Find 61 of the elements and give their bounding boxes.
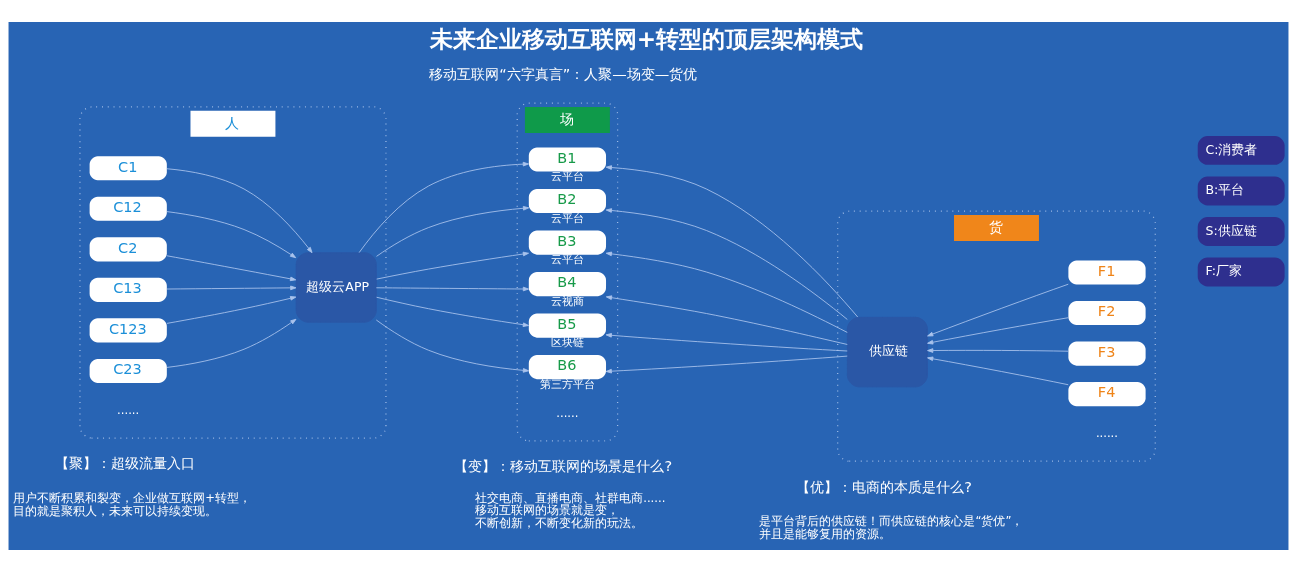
arrow	[166, 318, 297, 368]
node-box: 供应链	[846, 316, 928, 388]
arrow	[166, 255, 297, 282]
node-box: B5	[528, 313, 607, 338]
arrow	[605, 295, 848, 345]
label: 是平台背后的供应链！而供应链的核心是“货优”，并且是能够复用的资源。	[759, 514, 1024, 542]
node-box: F2	[1068, 300, 1146, 326]
arrow	[375, 319, 530, 373]
node-box: B6	[528, 355, 607, 380]
label: ......	[556, 405, 579, 420]
legend-label: F:厂家	[1205, 263, 1242, 279]
node-box: C123	[89, 318, 167, 343]
arrow	[166, 211, 297, 259]
arrow	[927, 283, 1069, 337]
arrow	[605, 333, 848, 352]
node-box: B1	[528, 147, 607, 172]
arrow	[376, 296, 529, 327]
arrow	[605, 165, 859, 318]
arrow	[375, 286, 530, 292]
node-box: F1	[1068, 260, 1146, 285]
legend-label: B:平台	[1205, 182, 1245, 198]
node-label: 云平台	[551, 170, 585, 184]
arrow	[376, 251, 530, 280]
node-label: 区块链	[551, 336, 585, 350]
label: 【聚】：超级流量入口	[55, 455, 196, 472]
node-label: 云平台	[551, 211, 585, 225]
label: ......	[1095, 426, 1118, 441]
node-box: F3	[1068, 341, 1146, 366]
node-box: B2	[528, 189, 607, 214]
arrow	[605, 251, 848, 333]
node-box: C1	[89, 156, 167, 181]
label: 用户不断积累和裂变，企业做互联网+转型，目的就是聚积人，未来可以持续变现。	[13, 491, 252, 518]
legend-label: C:消费者	[1205, 141, 1258, 157]
node-box: B4	[528, 272, 607, 297]
node-box: 超级云APP	[295, 252, 377, 323]
legend-label: S:供应链	[1205, 222, 1257, 238]
diagram-title: 未来企业移动互联网+转型的顶层架构模式	[429, 26, 864, 53]
arrow	[166, 296, 297, 324]
label: 移动互联网“六字真言”：人聚—场变—货优	[429, 66, 698, 83]
label: 社交电商、直播电商、社群电商......移动互联网的场景就是变，不断创新，不断变化新的玩法。	[475, 490, 666, 530]
node-box: B3	[528, 230, 607, 255]
label: ......	[117, 402, 140, 417]
arrow	[166, 168, 313, 254]
label: 【优】：电商的本质是什么?	[796, 478, 972, 495]
node-box: C12	[89, 196, 167, 221]
arrow	[376, 205, 530, 257]
node-box: C13	[89, 277, 167, 302]
node-box: C2	[89, 237, 167, 262]
node-box: F4	[1068, 382, 1146, 407]
node-box: C23	[89, 358, 167, 383]
arrow	[358, 161, 529, 254]
node-label: 云平台	[551, 253, 585, 267]
arrow	[927, 317, 1069, 345]
label: 【变】：移动互联网的场景是什么?	[454, 458, 673, 475]
arrow	[927, 356, 1069, 386]
arrow	[605, 208, 848, 320]
arrow	[166, 285, 297, 291]
node-label: 云视商	[551, 294, 585, 308]
node-label: 第三方平台	[539, 377, 595, 391]
arrow	[927, 348, 1069, 353]
arrow	[605, 355, 848, 374]
